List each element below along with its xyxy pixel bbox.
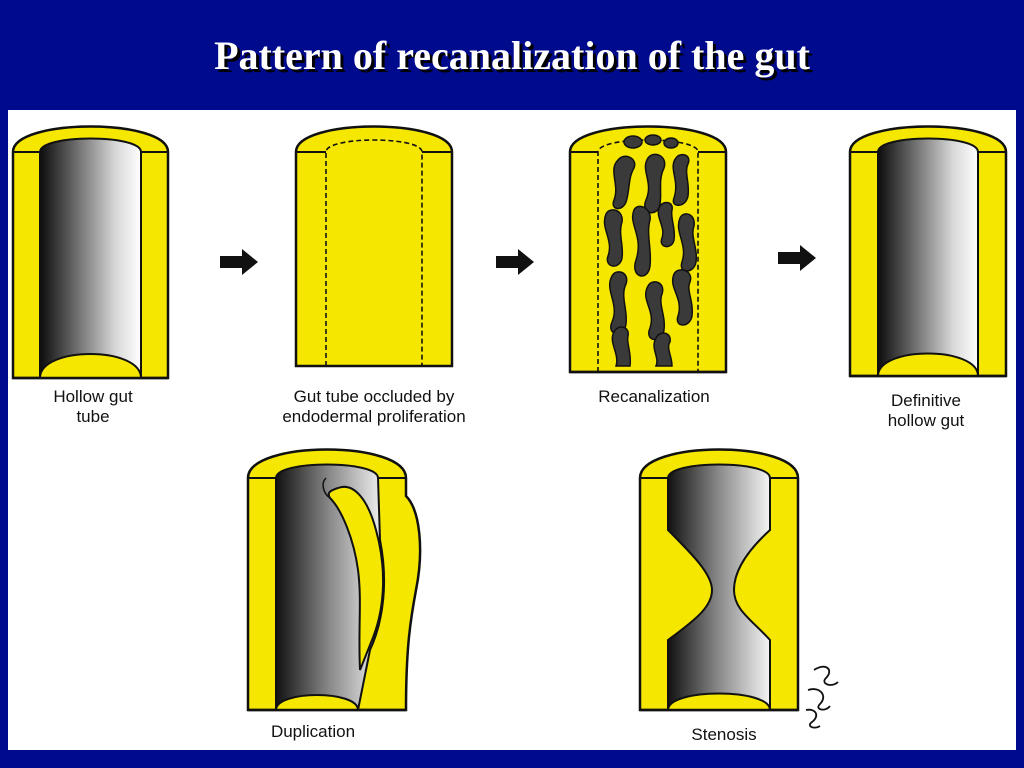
stage-2-label-line1: Gut tube occluded by (294, 387, 455, 406)
stage-4-label-line1: Definitive (891, 391, 961, 410)
stage-2-label-line2: endodermal proliferation (282, 407, 465, 426)
duplication-label: Duplication (271, 722, 355, 741)
stage-1-label-line2: tube (76, 407, 109, 426)
tube-lumen (39, 137, 142, 379)
stage-4-label-line2: hollow gut (888, 411, 965, 430)
duplication-figure (246, 448, 422, 712)
definitive-hollow-gut-figure (848, 125, 1008, 378)
stenosis-figure (638, 448, 800, 712)
recanalization-figure (568, 125, 728, 374)
tube-wall (294, 125, 454, 368)
artist-signature (805, 665, 839, 729)
occluded-gut-tube-figure (294, 125, 454, 368)
slide-title: Pattern of recanalization of the gut (214, 33, 810, 78)
hollow-gut-tube-figure (11, 125, 170, 380)
stage-1-label-line1: Hollow gut (53, 387, 133, 406)
vacuoles (603, 134, 698, 367)
arrow-icon (220, 249, 258, 275)
tube-lumen (667, 463, 771, 711)
stage-3-label: Recanalization (598, 387, 710, 406)
recanalization-diagram: Hollow gut tube Gut tube occluded by end… (11, 125, 1008, 744)
endoderm-boundary (325, 139, 423, 366)
diagram-panel: Hollow gut tube Gut tube occluded by end… (8, 110, 1016, 750)
tube-bottom-rim (39, 353, 142, 379)
arrow-icon (778, 245, 816, 271)
tube-lumen (877, 137, 979, 377)
stenosis-label: Stenosis (691, 725, 756, 744)
arrow-icon (496, 249, 534, 275)
tube-bottom-rim (877, 352, 979, 377)
